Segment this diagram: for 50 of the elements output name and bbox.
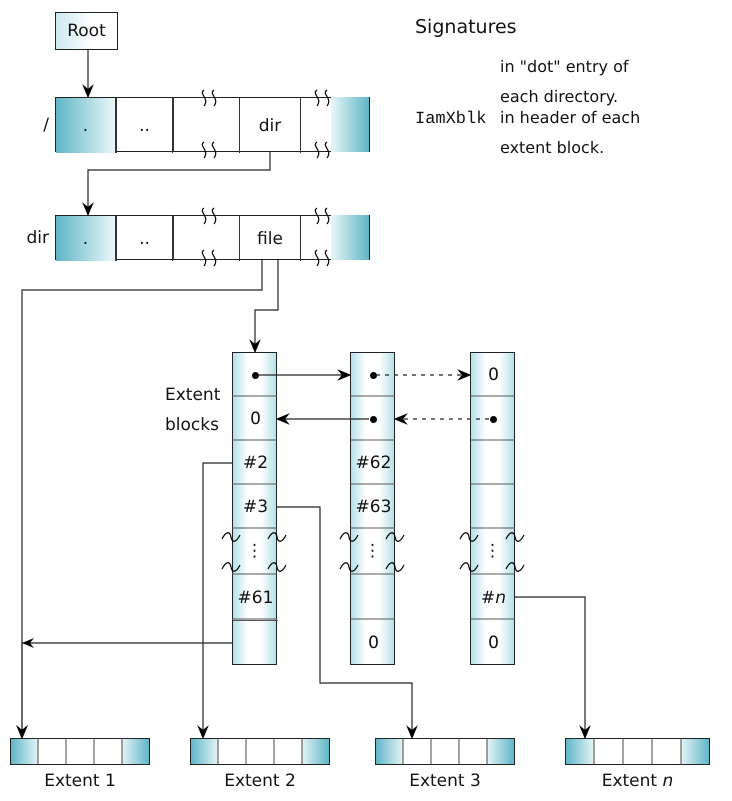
node-caption: dir — [25, 226, 49, 250]
arrow — [376, 369, 472, 381]
node-caption: Extent 2 — [223, 771, 297, 793]
node-caption: Extent n — [600, 771, 674, 793]
extent-bar — [10, 738, 150, 765]
arrow — [249, 260, 279, 354]
extent-bar — [190, 738, 330, 765]
entry-label: #n — [471, 575, 516, 620]
pointer-dot — [370, 416, 377, 422]
arrow — [16, 638, 232, 740]
arrow — [82, 50, 94, 98]
directory-entry: . — [56, 98, 116, 153]
entry-label: #62 — [351, 441, 396, 485]
entry-label: #3 — [233, 485, 278, 529]
arrow — [394, 413, 489, 425]
entry-label: 0 — [351, 620, 396, 666]
note: in header of each extent block. — [500, 107, 642, 159]
arrow — [258, 369, 352, 381]
node-caption: / — [42, 114, 49, 136]
heading: Signatures — [415, 16, 518, 38]
arrow — [82, 152, 271, 216]
entry-label: #61 — [233, 575, 278, 620]
root-box: Root — [55, 12, 118, 50]
ellipsis-mark: ⋮ — [245, 540, 264, 563]
arrow — [276, 413, 369, 425]
arrow — [197, 462, 232, 740]
pointer-dot — [370, 372, 377, 378]
directory-entry: . — [56, 216, 116, 261]
arrow — [515, 596, 591, 740]
entry-label: 0 — [471, 620, 516, 666]
ellipsis-mark: ⋮ — [483, 540, 502, 563]
extent-bar — [565, 738, 710, 765]
signature-code: IamXblk — [415, 110, 488, 129]
node-caption: Extent 3 — [408, 771, 482, 793]
entry-label: #2 — [233, 441, 278, 485]
pointer-dot — [252, 372, 259, 378]
extent-bar — [375, 738, 515, 765]
entry-label: 0 — [233, 397, 278, 441]
annotation: Extent blocks — [165, 384, 222, 437]
entry-label: 0 — [471, 353, 516, 397]
pointer-dot — [490, 416, 497, 422]
note: in "dot" entry of each directory. — [500, 56, 630, 108]
directory-entry: .. — [116, 216, 173, 261]
directory-entry: .. — [116, 98, 173, 153]
ellipsis-mark: ⋮ — [363, 540, 382, 563]
arrow — [277, 506, 418, 740]
entry-label: #63 — [351, 485, 396, 529]
directory-entry: dir — [239, 98, 301, 153]
directory-entry: file — [239, 216, 301, 261]
node-caption: Extent 1 — [43, 771, 117, 793]
